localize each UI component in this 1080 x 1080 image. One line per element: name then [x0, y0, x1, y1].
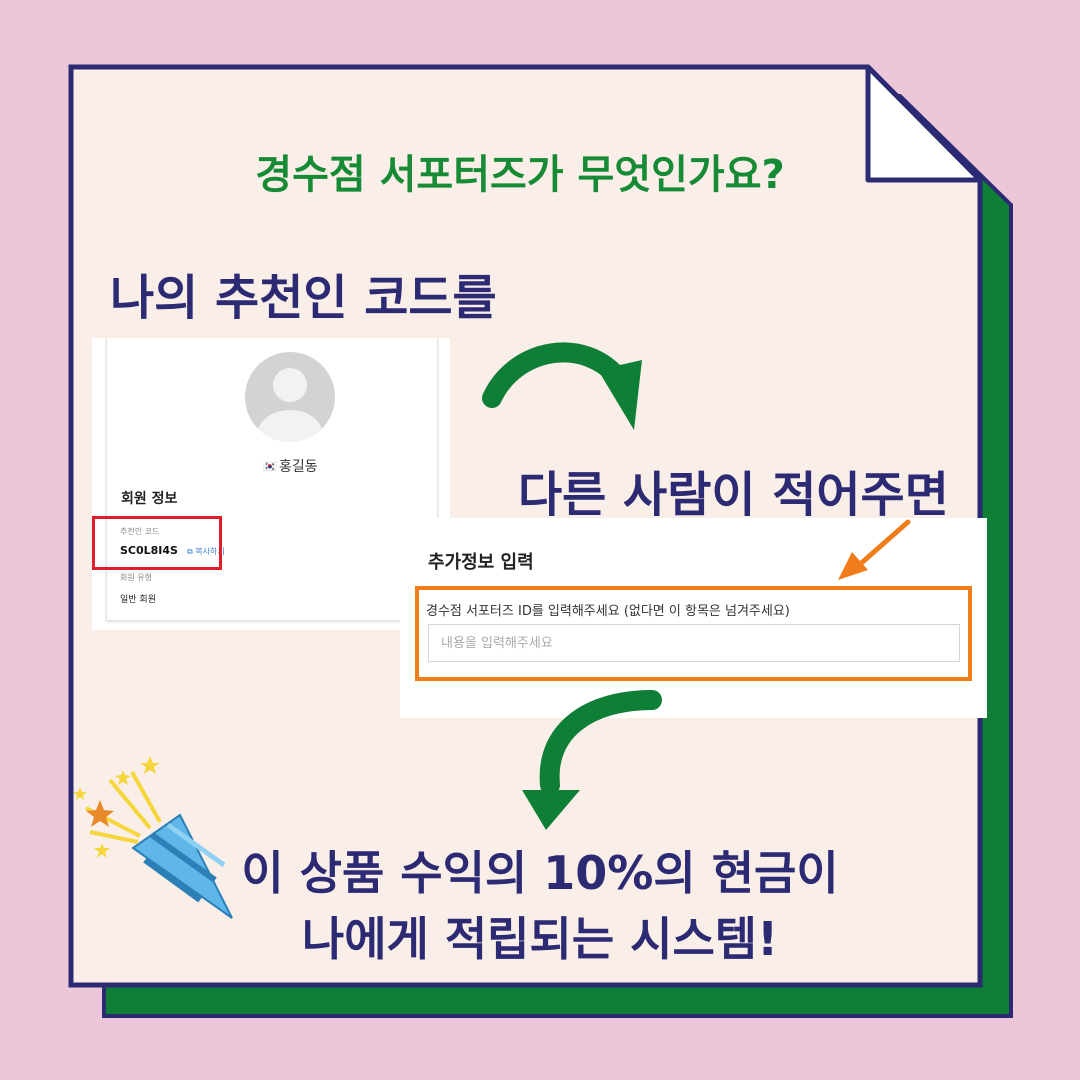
form-card: 추가정보 입력 경수점 서포터즈 ID를 입력해주세요 (없다면 이 항목은 넘…: [400, 518, 987, 718]
result-line-1: 이 상품 수익의 10%의 현금이: [241, 846, 839, 900]
step2-text: 다른 사람이 적어주면: [518, 467, 949, 523]
profile-card: 🇰🇷 홍길동 회원 정보 추천인 코드 SC0L8I4S ⧉ 복사하기 회원 유…: [92, 338, 450, 630]
supporter-id-input[interactable]: [428, 624, 960, 662]
result-text: 이 상품 수익의 10%의 현금이 나에게 적립되는 시스템!: [215, 840, 865, 972]
folded-corner: [865, 64, 983, 183]
step1-text: 나의 추천인 코드를: [110, 270, 497, 326]
copy-button[interactable]: ⧉ 복사하기: [187, 546, 225, 557]
member-info-heading: 회원 정보: [121, 491, 178, 507]
page-title: 경수점 서포터즈가 무엇인가요?: [255, 152, 785, 198]
avatar-head: [273, 368, 307, 402]
profile-name: 홍길동: [279, 459, 318, 475]
referral-code-label: 추천인 코드: [120, 527, 160, 536]
member-type-value: 일반 회원: [120, 595, 156, 605]
form-highlight-box: [415, 586, 972, 681]
referral-code-value: SC0L8I4S: [120, 544, 178, 557]
copy-button-label: 복사하기: [195, 547, 225, 556]
flag-icon: 🇰🇷: [263, 460, 277, 473]
copy-icon: ⧉: [187, 547, 193, 556]
result-line-2: 나에게 적립되는 시스템!: [301, 912, 779, 966]
referral-highlight-box: [92, 516, 222, 570]
avatar-body: [257, 410, 323, 442]
supporter-id-label: 경수점 서포터즈 ID를 입력해주세요 (없다면 이 항목은 넘겨주세요): [426, 604, 790, 619]
form-title: 추가정보 입력: [428, 552, 534, 573]
profile-panel: 🇰🇷 홍길동 회원 정보 추천인 코드 SC0L8I4S ⧉ 복사하기 회원 유…: [106, 338, 438, 621]
avatar-icon: [245, 352, 335, 442]
member-type-label: 회원 유형: [120, 573, 152, 582]
